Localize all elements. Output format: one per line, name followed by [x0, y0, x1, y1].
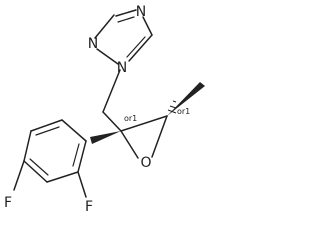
epoxide-ring [120, 115, 168, 159]
atom-n-left: N [88, 36, 98, 52]
bond-n-ch2 [102, 69, 121, 113]
bond-c2-o [151, 115, 168, 158]
stereo-label-left: or1 [124, 114, 137, 123]
atom-o-epoxide: O [140, 155, 151, 171]
bond-c-f-right [77, 171, 87, 198]
triazole-ring [94, 9, 153, 65]
bond-ar-double-3 [72, 143, 80, 167]
bond-c-c-epoxide [120, 115, 168, 132]
atom-f-right: F [85, 199, 93, 215]
molecule-structure: N N N O F F or1 or1 [4, 4, 205, 215]
bond-nleft-c [94, 14, 115, 39]
aryl-wedge-bond [90, 131, 121, 144]
atom-n-top: N [136, 4, 146, 20]
stereo-label-right: or1 [177, 107, 190, 116]
bond-ar-1 [61, 119, 87, 142]
atom-f-left: F [4, 195, 12, 211]
bond-ar-double-2 [29, 158, 49, 176]
bond-ar-5 [46, 171, 79, 183]
bond-ntop-c [142, 16, 153, 36]
bond-c-o [120, 130, 139, 159]
bond-c-n-top [115, 9, 137, 17]
bond-ar-2 [30, 119, 63, 132]
bond-nbot-nleft [96, 48, 119, 65]
bond-ar-6 [77, 140, 87, 173]
methyl-wedge-bond [167, 82, 205, 116]
difluorophenyl-ring [23, 119, 87, 183]
atom-n-bottom: N [117, 60, 127, 76]
hashed-wedge [167, 100, 177, 114]
bond-c-f-left [13, 160, 25, 191]
bond-double-top [117, 16, 135, 23]
bond-ar-double-1 [35, 126, 60, 136]
bond-ch2-c [102, 111, 122, 132]
bond-c-nbot [128, 34, 153, 62]
bond-ar-4 [23, 160, 48, 183]
bond-double-right [126, 36, 146, 58]
bond-ar-3 [23, 130, 32, 162]
